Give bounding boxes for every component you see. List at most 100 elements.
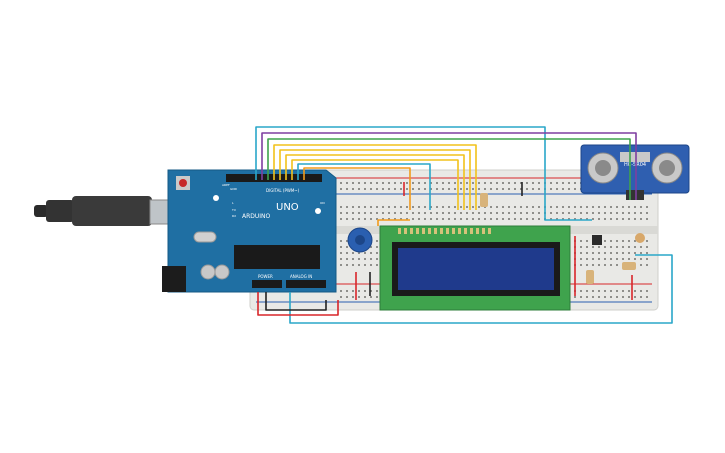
breadboard-hole (358, 264, 360, 266)
usb-cable (34, 196, 181, 226)
breadboard-hole (610, 240, 612, 242)
breadboard-hole (358, 290, 360, 292)
breadboard-hole (466, 212, 468, 214)
breadboard-hole (364, 290, 366, 292)
breadboard-hole (346, 240, 348, 242)
breadboard-hole (496, 212, 498, 214)
breadboard-hole (418, 212, 420, 214)
breadboard-hole (556, 182, 558, 184)
breadboard-hole (562, 206, 564, 208)
breadboard-hole (460, 182, 462, 184)
lcd-pins (398, 228, 491, 234)
breadboard-hole (616, 258, 618, 260)
breadboard-hole (364, 182, 366, 184)
lcd-pin (404, 228, 407, 234)
on-label: ON (320, 201, 325, 205)
breadboard-hole (586, 264, 588, 266)
breadboard-hole (568, 182, 570, 184)
breadboard-hole (430, 212, 432, 214)
breadboard-hole (502, 188, 504, 190)
breadboard-hole (424, 188, 426, 190)
breadboard-hole (346, 206, 348, 208)
breadboard-hole (610, 246, 612, 248)
breadboard-hole (490, 182, 492, 184)
breadboard-hole (646, 240, 648, 242)
breadboard-hole (346, 212, 348, 214)
breadboard-hole (400, 188, 402, 190)
breadboard-hole (538, 212, 540, 214)
breadboard-hole (346, 264, 348, 266)
breadboard-hole (640, 258, 642, 260)
resistor-bottom-right (622, 262, 636, 270)
gnd-label: GND (230, 187, 238, 191)
breadboard-hole (640, 252, 642, 254)
breadboard-hole (364, 258, 366, 260)
breadboard-hole (640, 218, 642, 220)
breadboard-hole (634, 258, 636, 260)
lcd-16x2 (379, 225, 571, 311)
breadboard-hole (412, 188, 414, 190)
breadboard-hole (562, 188, 564, 190)
breadboard-hole (382, 218, 384, 220)
breadboard-hole (586, 218, 588, 220)
breadboard-hole (454, 182, 456, 184)
breadboard-hole (472, 206, 474, 208)
l-label: L (232, 201, 234, 205)
breadboard-hole (352, 258, 354, 260)
breadboard-hole (610, 258, 612, 260)
wire-orange-lcd (377, 219, 410, 226)
breadboard-hole (622, 296, 624, 298)
rx-label: RX (232, 214, 236, 218)
breadboard-hole (370, 206, 372, 208)
breadboard-hole (448, 206, 450, 208)
breadboard-hole (586, 252, 588, 254)
potentiometer[interactable] (347, 227, 373, 253)
breadboard-hole (640, 206, 642, 208)
push-button[interactable] (592, 235, 602, 245)
power-header (252, 280, 282, 288)
breadboard-hole (580, 240, 582, 242)
breadboard-hole (526, 182, 528, 184)
breadboard-hole (364, 218, 366, 220)
breadboard-hole (478, 218, 480, 220)
breadboard-hole (580, 252, 582, 254)
breadboard-hole (382, 182, 384, 184)
breadboard-hole (442, 206, 444, 208)
breadboard-hole (580, 218, 582, 220)
wire-teal-2 (297, 163, 431, 210)
breadboard-hole (448, 188, 450, 190)
breadboard-hole (412, 206, 414, 208)
breadboard-hole (550, 182, 552, 184)
breadboard-hole (352, 218, 354, 220)
lcd-pin (410, 228, 413, 234)
breadboard-hole (568, 188, 570, 190)
breadboard-hole (370, 188, 372, 190)
breadboard-hole (352, 290, 354, 292)
breadboard-hole (382, 212, 384, 214)
arduino-brand-label: ARDUINO (242, 213, 271, 220)
breadboard-hole (502, 218, 504, 220)
breadboard-hole (616, 246, 618, 248)
breadboard-hole (430, 206, 432, 208)
lcd-pin (464, 228, 467, 234)
breadboard-hole (598, 206, 600, 208)
breadboard-hole (340, 206, 342, 208)
breadboard-hole (346, 218, 348, 220)
breadboard-hole (454, 206, 456, 208)
breadboard-hole (394, 206, 396, 208)
breadboard-hole (508, 182, 510, 184)
breadboard-hole (430, 218, 432, 220)
wire-black-bottom (265, 292, 327, 311)
breadboard-hole (610, 206, 612, 208)
breadboard-hole (634, 290, 636, 292)
breadboard-hole (562, 182, 564, 184)
breadboard-hole (346, 246, 348, 248)
breadboard-hole (394, 212, 396, 214)
power-header-label: POWER (258, 274, 273, 279)
breadboard-hole (340, 240, 342, 242)
reset-button[interactable] (179, 179, 187, 187)
breadboard-hole (394, 182, 396, 184)
breadboard-hole (340, 218, 342, 220)
wire-green (267, 138, 631, 200)
breadboard-hole (580, 206, 582, 208)
